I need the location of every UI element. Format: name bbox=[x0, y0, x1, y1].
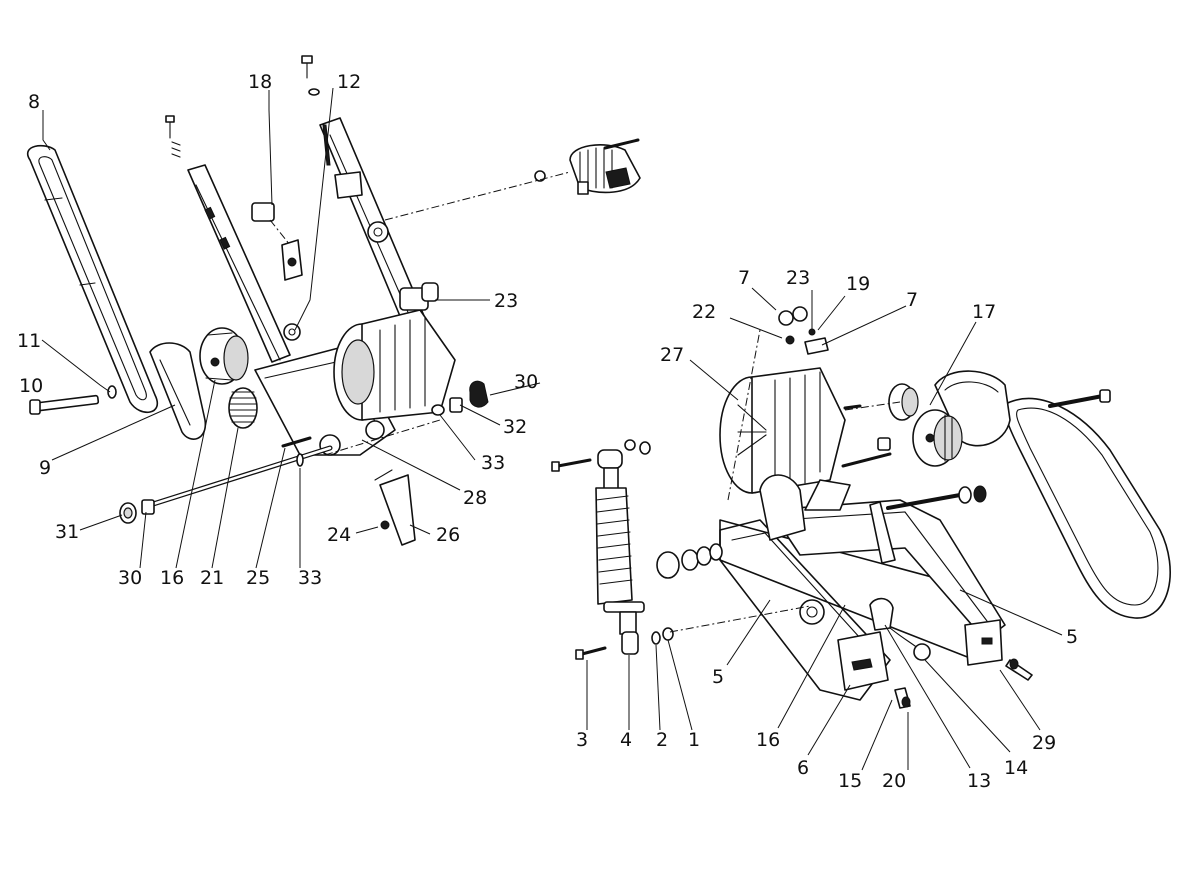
callout-12: 12 bbox=[337, 71, 361, 93]
callout-26: 26 bbox=[436, 524, 460, 546]
callout-25: 25 bbox=[246, 567, 270, 589]
drive-belt-left bbox=[26, 144, 158, 414]
callout-29: 29 bbox=[1032, 732, 1056, 754]
callout-17: 17 bbox=[972, 301, 996, 323]
centerline-alternator bbox=[727, 329, 761, 501]
washer-33-upper bbox=[431, 404, 445, 416]
callout-14: 14 bbox=[1004, 757, 1028, 779]
callout-19: 19 bbox=[846, 273, 870, 295]
washer-32 bbox=[449, 397, 463, 413]
callout-16-left: 16 bbox=[160, 567, 184, 589]
callout-23-right: 23 bbox=[786, 267, 810, 289]
bolt-29 bbox=[1005, 658, 1033, 681]
spacer-12 bbox=[283, 323, 301, 341]
callout-labels: 8 18 12 23 11 10 30 32 33 9 28 31 24 26 … bbox=[17, 71, 1078, 792]
swing-arm-frame bbox=[719, 474, 1006, 701]
callout-7-right: 7 bbox=[906, 289, 918, 311]
shock-bolt-upper bbox=[551, 458, 592, 472]
nut-30-lower bbox=[141, 499, 155, 515]
shock-absorber bbox=[595, 439, 651, 655]
callout-31: 31 bbox=[55, 521, 79, 543]
pulley-21 bbox=[228, 387, 258, 429]
alternator-left bbox=[333, 282, 456, 421]
shock-bolt-3 bbox=[575, 646, 607, 660]
dust-cap bbox=[656, 551, 680, 579]
pulley-16-left bbox=[199, 327, 249, 385]
callout-13: 13 bbox=[967, 770, 991, 792]
alternator-right-27 bbox=[719, 306, 846, 494]
callout-6: 6 bbox=[797, 757, 809, 779]
frame-plate-front bbox=[319, 117, 431, 341]
callout-18: 18 bbox=[248, 71, 272, 93]
callout-15: 15 bbox=[838, 770, 862, 792]
callout-2: 2 bbox=[656, 729, 668, 751]
idler-pulley-upper bbox=[888, 383, 919, 421]
washer-11 bbox=[107, 385, 117, 399]
callout-32: 32 bbox=[503, 416, 527, 438]
centerline-motor bbox=[384, 171, 571, 221]
tension-bracket bbox=[869, 597, 931, 709]
alternator-bolts bbox=[841, 389, 1111, 468]
top-bolt-right bbox=[301, 55, 320, 96]
callout-28: 28 bbox=[463, 487, 487, 509]
top-bolt-left bbox=[165, 115, 181, 158]
callout-24: 24 bbox=[327, 524, 351, 546]
callout-7-left: 7 bbox=[738, 267, 750, 289]
centerline-shaft bbox=[324, 419, 441, 456]
callout-9: 9 bbox=[39, 457, 51, 479]
callout-3: 3 bbox=[576, 729, 588, 751]
callout-27: 27 bbox=[660, 344, 684, 366]
belt-guard bbox=[149, 342, 207, 440]
nut-31 bbox=[119, 502, 137, 524]
callout-16-right: 16 bbox=[756, 729, 780, 751]
pulley-belt-17 bbox=[934, 370, 1011, 447]
callout-11: 11 bbox=[17, 330, 41, 352]
washer-2 bbox=[651, 631, 661, 645]
drive-belt-right bbox=[1004, 397, 1171, 619]
right-assembly bbox=[551, 306, 1171, 709]
callout-5-left: 5 bbox=[712, 666, 724, 688]
bracket-26 bbox=[374, 469, 416, 546]
callout-5-right: 5 bbox=[1066, 626, 1078, 648]
frame-long-bolt bbox=[886, 485, 987, 510]
callout-33-upper: 33 bbox=[481, 452, 505, 474]
tensioner-18 bbox=[251, 202, 303, 281]
idler-pulley-lower bbox=[912, 409, 963, 467]
frame-plate-rear bbox=[187, 164, 291, 363]
leader-lines bbox=[41, 87, 1063, 771]
long-bolt-10 bbox=[29, 394, 100, 415]
drive-motor bbox=[534, 138, 641, 195]
centerline-shock bbox=[669, 605, 811, 633]
bolt-25 bbox=[281, 436, 312, 467]
callout-23-left: 23 bbox=[494, 290, 518, 312]
callout-21: 21 bbox=[200, 567, 224, 589]
centerline-pulleys bbox=[844, 401, 901, 411]
callout-30-lower: 30 bbox=[118, 567, 142, 589]
callout-4: 4 bbox=[620, 729, 632, 751]
callout-10: 10 bbox=[19, 375, 43, 397]
washer-1 bbox=[662, 627, 674, 641]
callout-22: 22 bbox=[692, 301, 716, 323]
callout-1: 1 bbox=[688, 729, 700, 751]
callout-33-lower: 33 bbox=[298, 567, 322, 589]
cap-30-upper bbox=[469, 380, 489, 408]
callout-20: 20 bbox=[882, 770, 906, 792]
left-assembly bbox=[26, 55, 641, 546]
callout-30-upper: 30 bbox=[514, 371, 538, 393]
callout-8: 8 bbox=[28, 91, 40, 113]
